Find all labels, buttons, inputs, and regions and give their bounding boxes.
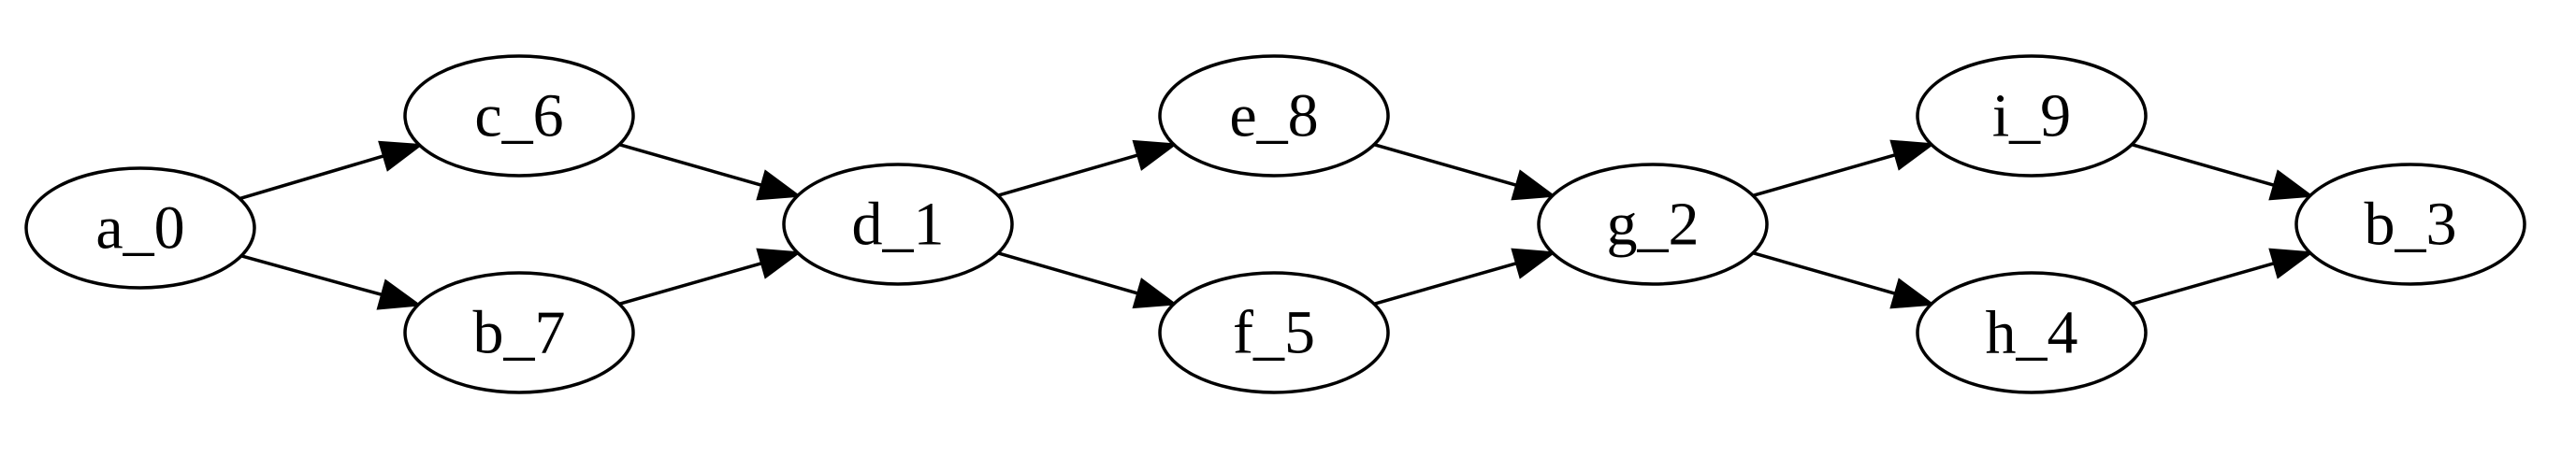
edge-line — [1752, 250, 1896, 295]
edge-g_2-to-i_9 — [1752, 139, 1936, 198]
node-ellipse — [782, 163, 1014, 286]
arrowhead-icon — [756, 248, 803, 279]
node-label: f_5 — [1233, 299, 1315, 367]
node-label: i_9 — [1992, 82, 2071, 150]
edge-i_9-to-b_3 — [2131, 142, 2315, 201]
edge-b_7-to-d_1 — [618, 248, 803, 306]
edge-line — [997, 251, 1139, 295]
node-ellipse — [403, 271, 635, 394]
arrowhead-icon — [1511, 248, 1557, 279]
node-b_7: b_7 — [403, 271, 635, 394]
node-ellipse — [24, 166, 256, 290]
arrowhead-icon — [1132, 278, 1179, 309]
edge-a_0-to-c_6 — [239, 140, 424, 201]
arrowhead-icon — [1889, 139, 1936, 171]
node-ellipse — [1158, 271, 1390, 394]
edge-f_5-to-g_2 — [1373, 248, 1557, 306]
node-label: b_3 — [2365, 191, 2457, 259]
arrowhead-icon — [376, 278, 423, 310]
edge-g_2-to-h_4 — [1752, 250, 1936, 309]
node-ellipse — [1916, 54, 2148, 178]
edge-line — [1373, 142, 1517, 187]
arrowhead-icon — [1511, 169, 1557, 201]
node-f_5: f_5 — [1158, 271, 1390, 394]
edge-line — [1752, 153, 1896, 198]
edge-line — [618, 262, 762, 306]
node-label: d_1 — [852, 191, 945, 259]
edge-line — [997, 153, 1139, 197]
arrowhead-icon — [1132, 139, 1179, 171]
node-ellipse — [1537, 163, 1769, 286]
arrowhead-icon — [2268, 248, 2315, 279]
node-ellipse — [1158, 54, 1390, 178]
node-d_1: d_1 — [782, 163, 1014, 286]
node-label: e_8 — [1229, 82, 1318, 150]
node-a_0: a_0 — [24, 166, 256, 290]
edge-line — [618, 142, 762, 187]
node-ellipse — [1916, 271, 2148, 394]
edge-line — [1373, 262, 1517, 306]
node-h_4: h_4 — [1916, 271, 2148, 394]
edge-d_1-to-f_5 — [997, 251, 1179, 309]
edge-line — [240, 254, 383, 297]
arrowhead-icon — [2268, 169, 2315, 201]
node-ellipse — [2294, 163, 2526, 286]
node-g_2: g_2 — [1537, 163, 1769, 286]
edge-line — [239, 154, 384, 201]
node-b_3: b_3 — [2294, 163, 2526, 286]
edge-line — [2131, 262, 2275, 306]
edge-d_1-to-e_8 — [997, 139, 1179, 197]
node-i_9: i_9 — [1916, 54, 2148, 178]
arrowhead-icon — [1889, 278, 1936, 309]
edge-h_4-to-b_3 — [2131, 248, 2315, 306]
arrowhead-icon — [756, 169, 803, 201]
node-label: b_7 — [473, 299, 566, 367]
graph-edges — [239, 139, 2315, 310]
node-c_6: c_6 — [403, 54, 635, 178]
graph-nodes: a_0 c_6 b_7 d_1 e_8 f_5 g_2 i_9 h_4 b_3 — [24, 54, 2526, 394]
edge-e_8-to-g_2 — [1373, 142, 1557, 201]
edge-a_0-to-b_7 — [240, 254, 423, 310]
arrowhead-icon — [378, 140, 424, 172]
node-label: h_4 — [1986, 299, 2078, 367]
node-e_8: e_8 — [1158, 54, 1390, 178]
node-label: a_0 — [95, 194, 184, 263]
node-ellipse — [403, 54, 635, 178]
edge-c_6-to-d_1 — [618, 142, 803, 201]
node-label: g_2 — [1607, 191, 1700, 259]
node-label: c_6 — [474, 82, 563, 150]
edge-line — [2131, 142, 2275, 187]
